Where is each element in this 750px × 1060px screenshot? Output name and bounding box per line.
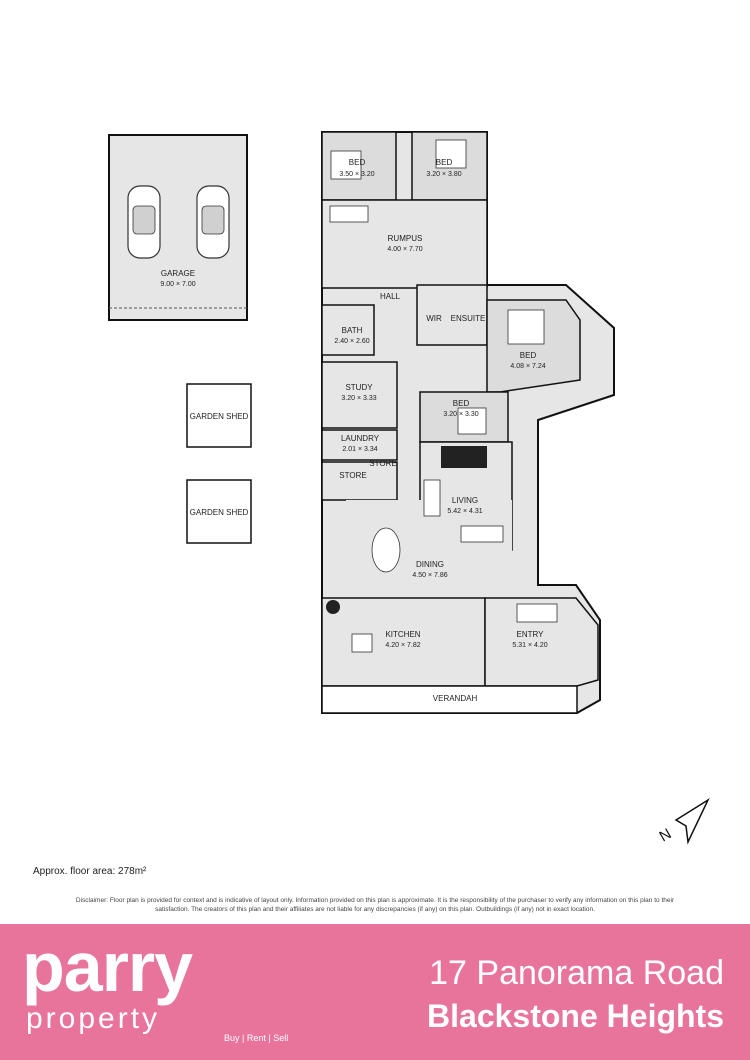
brand-logo-sub: property: [26, 1002, 161, 1035]
disclaimer: Disclaimer: Floor plan is provided for c…: [75, 897, 675, 913]
garden-shed-2: GARDEN SHED: [186, 479, 252, 544]
study-dims: 3.20 × 3.33: [341, 395, 376, 402]
study-label: STUDY: [345, 383, 373, 392]
bed3-dims: 3.20 × 3.30: [443, 411, 478, 418]
north-label: N: [657, 825, 675, 845]
bed-icon: [435, 139, 467, 169]
garden-shed-1-label: GARDEN SHED: [190, 412, 249, 421]
car-icon: [127, 185, 161, 259]
garage-dims: 9.00 × 7.00: [160, 281, 195, 288]
master-bed-label: BED: [520, 351, 537, 360]
study-room: [321, 361, 398, 429]
garage-label: GARAGE: [161, 269, 195, 278]
store-room: [321, 461, 398, 501]
dining-table-icon: [371, 527, 401, 573]
rumpus-dims: 4.00 × 7.70: [387, 246, 422, 253]
kitchen-room: [321, 597, 486, 687]
living-label: LIVING: [452, 496, 478, 505]
address-street: 17 Panorama Road: [429, 954, 724, 992]
bath-dims: 2.40 × 2.60: [334, 338, 369, 345]
living-dims: 5.42 × 4.31: [447, 508, 482, 515]
ensuite-label: ENSUITE: [451, 314, 486, 323]
brand-tagline: Buy | Rent | Sell: [224, 1033, 289, 1043]
sofa-icon: [423, 479, 441, 517]
fireplace-icon: [441, 446, 487, 468]
verandah-area: [321, 685, 578, 714]
ensuite-room: [416, 284, 488, 346]
wir-label: WIR: [426, 314, 442, 323]
sofa-icon: [329, 205, 369, 223]
kitchen-island-icon: [351, 633, 373, 653]
kitchen-dims: 4.20 × 7.82: [385, 642, 420, 649]
bed3-label: BED: [453, 399, 470, 408]
master-bed-dims: 4.08 × 7.24: [510, 363, 545, 370]
kitchen-label: KITCHEN: [385, 630, 420, 639]
address-suburb: Blackstone Heights: [427, 998, 724, 1034]
entry-label: ENTRY: [517, 630, 545, 639]
laundry-room: [321, 429, 398, 461]
store1-label: STORE: [369, 459, 396, 468]
floor-plan: GARAGE 9.00 × 7.00 GARDEN SHED GARDEN SH…: [108, 131, 710, 845]
bed1-label: BED: [349, 158, 366, 167]
brand-logo-name: parry: [22, 928, 193, 1006]
verandah-label: VERANDAH: [433, 694, 478, 703]
store2-label: STORE: [339, 471, 366, 480]
bath-label: BATH: [342, 326, 363, 335]
bed-icon: [457, 407, 487, 435]
rumpus-label: RUMPUS: [388, 234, 423, 243]
north-arrow-icon: N: [657, 798, 710, 845]
garden-shed-2-label: GARDEN SHED: [190, 508, 249, 517]
footer-banner: parry property Buy | Rent | Sell 17 Pano…: [0, 924, 750, 1060]
hall-label: HALL: [380, 292, 401, 301]
sofa-icon: [516, 603, 558, 623]
floor-area: Approx. floor area: 278m²: [33, 866, 147, 877]
bed2-dims: 3.20 × 3.80: [426, 171, 461, 178]
bed1-dims: 3.50 × 3.20: [339, 171, 374, 178]
sink-icon: [326, 600, 340, 614]
entry-dims: 5.31 × 4.20: [512, 642, 547, 649]
laundry-dims: 2.01 × 3.34: [342, 446, 377, 453]
car-icon: [196, 185, 230, 259]
garage: GARAGE 9.00 × 7.00: [108, 134, 248, 321]
house: BED 3.50 × 3.20 BED 3.20 × 3.80 RUMPUS 4…: [321, 131, 615, 714]
dining-label: DINING: [416, 560, 444, 569]
bed-icon: [330, 150, 362, 180]
dining-dims: 4.50 × 7.86: [412, 572, 447, 579]
bed2-label: BED: [436, 158, 453, 167]
bath-room: [321, 304, 375, 356]
garden-shed-1: GARDEN SHED: [186, 383, 252, 448]
laundry-label: LAUNDRY: [341, 434, 380, 443]
sofa-icon: [460, 525, 504, 543]
bed-icon: [507, 309, 545, 345]
